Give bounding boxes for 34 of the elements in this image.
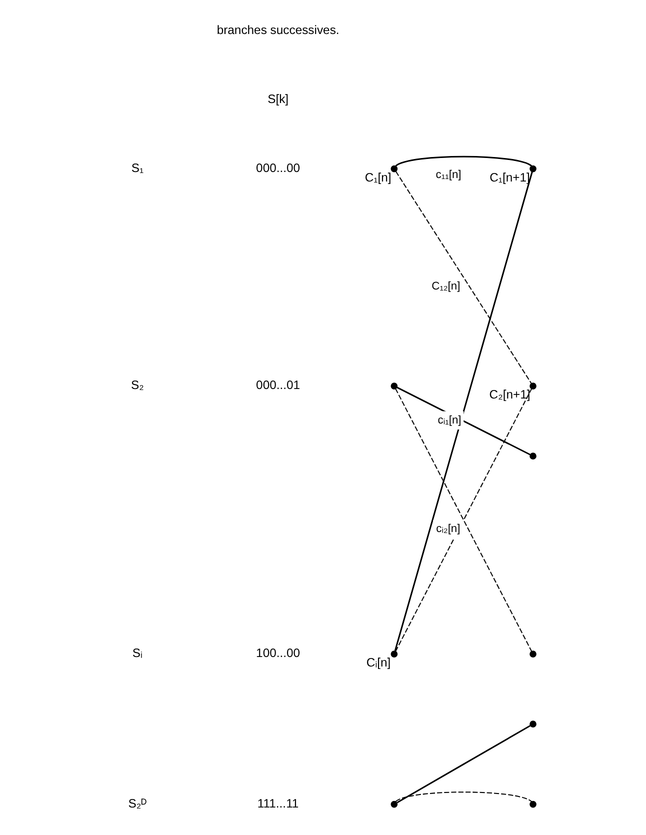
label: 000...00 xyxy=(256,160,300,175)
edge-label: C₁₂[n] xyxy=(432,280,460,292)
label: 100...00 xyxy=(256,646,300,660)
label: Sᵢ xyxy=(132,646,142,660)
label: S₂ xyxy=(131,378,144,392)
node-circle xyxy=(530,720,536,728)
label: 111...11 xyxy=(257,796,299,810)
label: S₁ xyxy=(131,160,144,175)
node-label: C₂[n+1] xyxy=(489,388,530,402)
label: S₂ᴰ xyxy=(128,796,147,810)
node-label: Cᵢ[n] xyxy=(366,656,391,670)
node-circle xyxy=(390,165,398,172)
node-circle xyxy=(530,800,536,808)
node-label: C₁[n+1] xyxy=(490,170,530,184)
node-label: C₁[n] xyxy=(364,170,392,184)
label: branches successives. xyxy=(216,22,340,37)
connector xyxy=(396,725,531,804)
connector xyxy=(396,171,532,384)
node-circle xyxy=(530,165,536,172)
label: S[k] xyxy=(268,92,289,106)
node-circle xyxy=(530,650,536,658)
connector xyxy=(395,388,532,652)
node-circle xyxy=(390,382,398,390)
node-circle xyxy=(530,452,536,460)
edge-label: c₁₁[n] xyxy=(436,168,462,181)
label: 000...01 xyxy=(256,378,300,392)
connector xyxy=(395,156,532,167)
node-circle xyxy=(390,800,398,808)
node-circle xyxy=(530,382,536,390)
connector xyxy=(396,792,532,802)
node-circle xyxy=(390,650,398,658)
edge-label: cᵢ₁[n] xyxy=(438,414,462,426)
connector xyxy=(394,171,533,652)
edge-label: cᵢ₂[n] xyxy=(436,523,460,536)
